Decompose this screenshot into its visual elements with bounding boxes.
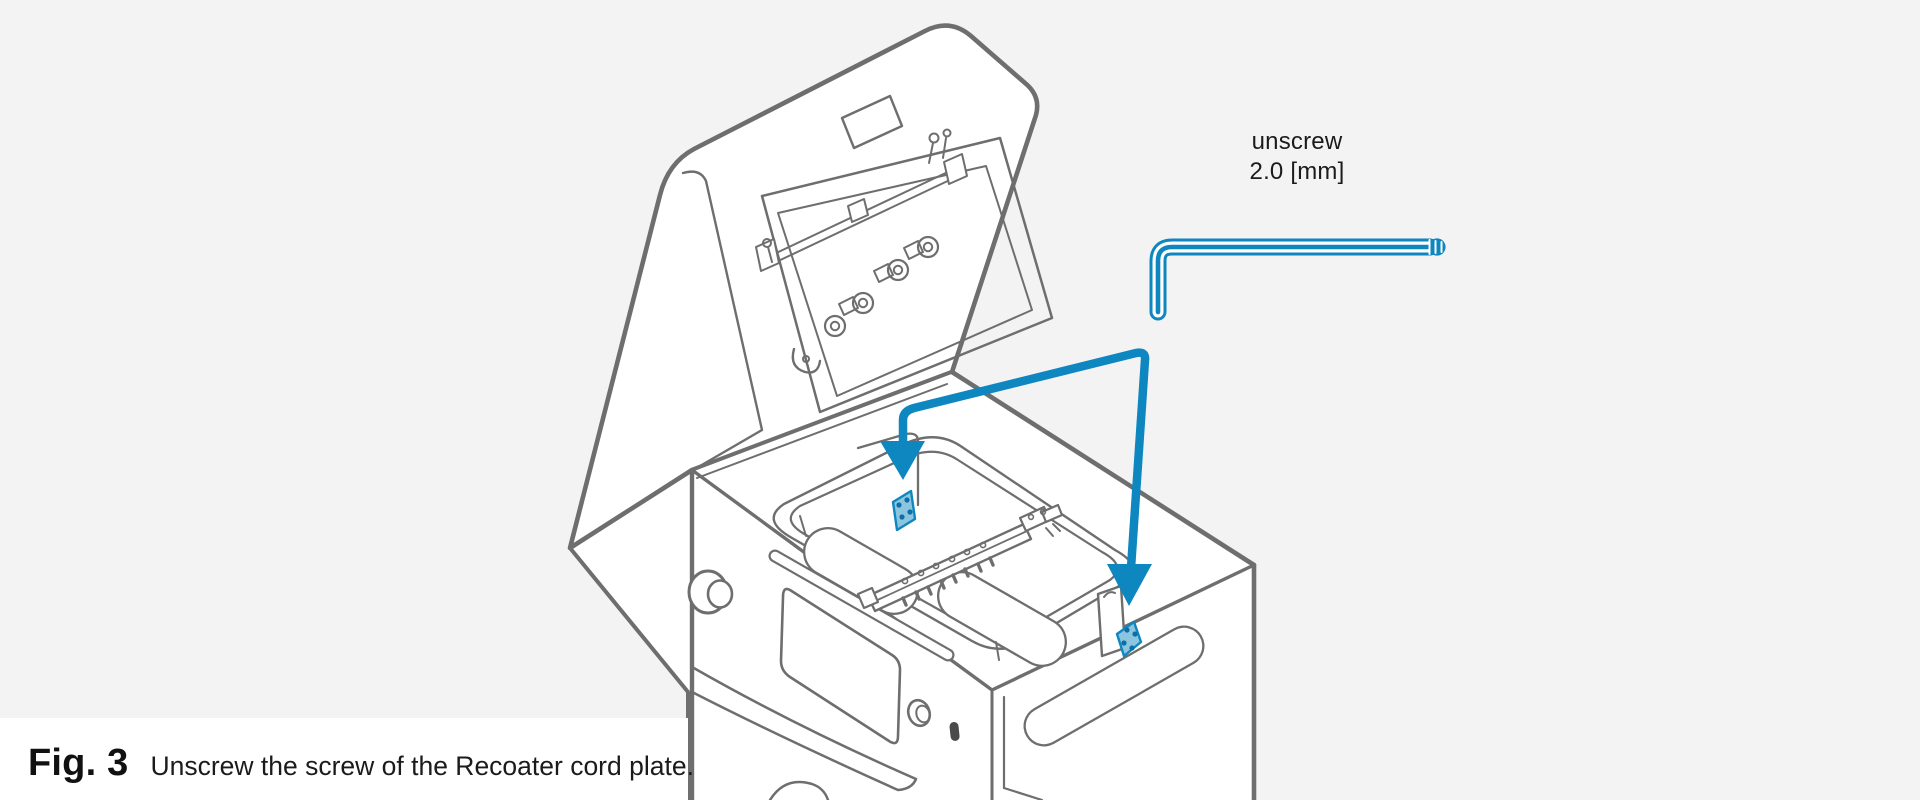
- arrowhead-right: [1107, 564, 1152, 606]
- recoater-teeth: [901, 556, 995, 607]
- recoater-left-cap: [856, 586, 880, 610]
- arrow-lines: [898, 348, 1150, 569]
- lid-rail: [755, 128, 968, 272]
- down-arrow-icon: [880, 348, 1152, 606]
- tool-size-note: unscrew 2.0 [mm]: [1197, 127, 1397, 187]
- annotations: [880, 238, 1446, 658]
- tank-trays: [803, 527, 1067, 667]
- touchscreen: [779, 587, 902, 745]
- printer-body: [687, 369, 1257, 800]
- front-vent-slot: [768, 549, 955, 662]
- recoater-right-bracket: [1018, 503, 1064, 537]
- recoater-holes: [901, 541, 987, 585]
- lid-side-crease: [681, 170, 764, 468]
- side-knob: [687, 569, 734, 615]
- figure-caption: Unscrew the screw of the Recoater cord p…: [150, 751, 694, 781]
- cord-plate-icon-left: [891, 489, 917, 532]
- figure-label: Fig. 3: [28, 742, 129, 784]
- tool-action-label: unscrew: [1251, 128, 1343, 155]
- hex-key-icon: [1149, 238, 1446, 321]
- handle-groove: [690, 665, 918, 792]
- tank-wall-ticks: [799, 515, 1000, 661]
- recoater-bar: [856, 503, 1064, 613]
- side-door-seam: [1023, 625, 1205, 747]
- caption-strip: Fig. 3 Unscrew the screw of the Recoater…: [0, 718, 694, 800]
- body-back-edge: [949, 369, 1257, 568]
- tool-size-label: 2.0 [mm]: [1249, 158, 1345, 185]
- printer-lid: [567, 23, 1054, 551]
- base-step: [768, 780, 830, 800]
- corner-post: [990, 688, 1044, 800]
- front-button: [906, 698, 932, 728]
- cord-plate-icon-right: [1115, 620, 1143, 658]
- tank-rim-outer: [772, 436, 1135, 650]
- arrowhead-left: [880, 441, 925, 480]
- lid-connectors: [791, 235, 940, 374]
- power-slot: [949, 721, 960, 741]
- hinge-seam: [696, 383, 948, 479]
- lid-vent-window: [840, 94, 904, 150]
- lid-recess-outer: [760, 136, 1054, 414]
- lid-recess-inner: [777, 165, 1033, 397]
- hex-key-ball-end: [1428, 238, 1446, 256]
